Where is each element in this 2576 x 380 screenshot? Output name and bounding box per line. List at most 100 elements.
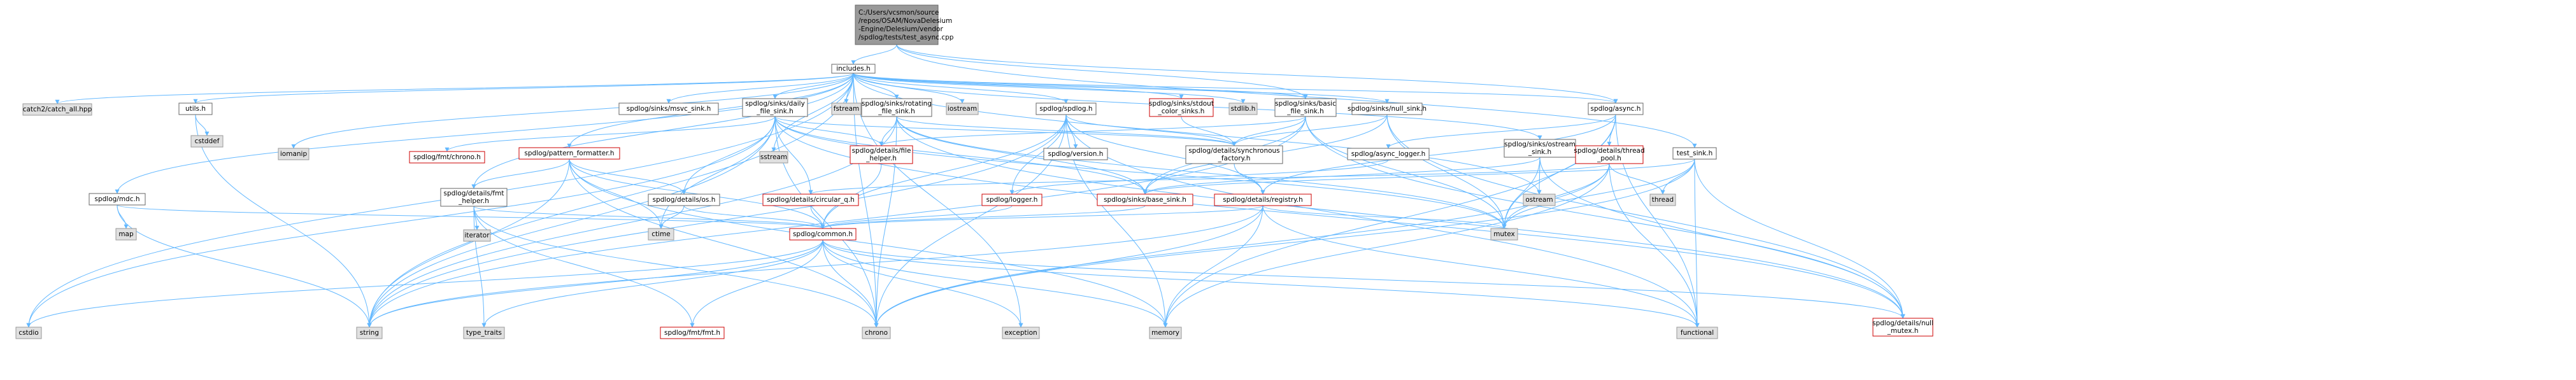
node-box	[1575, 145, 1644, 164]
node-label: spdlog/async_logger.h	[1351, 150, 1426, 158]
node-label: _color_sinks.h	[1158, 108, 1205, 115]
node-box	[190, 135, 224, 148]
node-filehelper[interactable]: spdlog/details/file_helper.h	[850, 145, 913, 164]
edge-daily-to-nullmutex	[774, 116, 1905, 319]
node-version[interactable]: spdlog/version.h	[1043, 148, 1108, 160]
node-commonh[interactable]: spdlog/common.h	[789, 228, 857, 241]
node-label: functional	[1681, 329, 1714, 337]
node-map[interactable]: map	[115, 228, 137, 241]
node-basicsink[interactable]: spdlog/sinks/basic_file_sink.h	[1274, 98, 1337, 117]
node-utils[interactable]: utils.h	[178, 102, 213, 115]
node-ostreamsink[interactable]: spdlog/sinks/ostream_sink.h	[1504, 139, 1576, 158]
edge-mdc-to-string	[117, 204, 372, 328]
node-catch[interactable]: catch2/catch_all.hpp	[22, 103, 92, 116]
node-cstddef[interactable]: cstddef	[190, 135, 224, 148]
node-label: spdlog/sinks/null_sink.h	[1348, 105, 1427, 113]
node-cstdio[interactable]: cstdio	[15, 327, 42, 339]
node-testsink[interactable]: test_sink.h	[1672, 147, 1717, 160]
node-label: _factory.h	[1218, 155, 1251, 162]
node-fmth[interactable]: spdlog/fmt/fmt.h	[660, 327, 725, 339]
node-memory[interactable]: memory	[1149, 327, 1182, 339]
node-label: ostream	[1525, 196, 1553, 204]
node-patternf[interactable]: spdlog/pattern_formatter.h	[518, 147, 620, 160]
node-iomanip[interactable]: iomanip	[278, 148, 310, 160]
node-exception[interactable]: exception	[1002, 327, 1040, 339]
node-mutex[interactable]: mutex	[1490, 228, 1518, 241]
node-circularq[interactable]: spdlog/details/circular_q.h	[762, 194, 859, 206]
node-iostream[interactable]: iostream	[946, 102, 979, 115]
edge-threadpool-to-chrono	[874, 163, 1610, 328]
edge-includes-to-stdlib	[853, 73, 1246, 104]
node-box	[762, 194, 859, 206]
node-label: spdlog/async.h	[1591, 105, 1641, 113]
node-fmtchrono[interactable]: spdlog/fmt/chrono.h	[409, 151, 485, 164]
node-iterator[interactable]: iterator	[463, 229, 491, 242]
node-includes[interactable]: includes.h	[831, 64, 876, 74]
node-root[interactable]: C:/Users/vcsmon/source/repos/OSAM/NovaDe…	[855, 4, 954, 45]
node-osh[interactable]: spdlog/details/os.h	[648, 194, 720, 206]
node-stdlib[interactable]: stdlib.h	[1228, 102, 1258, 115]
node-fstream[interactable]: fstream	[831, 102, 862, 115]
node-chrono[interactable]: chrono	[862, 327, 891, 339]
edge-spdlogh-to-string	[367, 114, 1067, 328]
node-thread[interactable]: thread	[1649, 194, 1676, 206]
node-label: spdlog/sinks/rotating	[862, 100, 932, 108]
edge-spdlogh-to-commonh	[820, 114, 1067, 229]
node-box	[1676, 327, 1718, 339]
node-stdoutcolor[interactable]: spdlog/sinks/stdout_color_sinks.h	[1149, 98, 1214, 117]
node-basesink[interactable]: spdlog/sinks/base_sink.h	[1097, 194, 1193, 206]
node-threadpool[interactable]: spdlog/details/thread_pool.h	[1574, 145, 1645, 164]
edge-root-to-basicsink	[896, 44, 1308, 99]
node-label: spdlog/mdc.h	[94, 195, 139, 203]
node-label: -Engine/Delesium/vendor	[858, 25, 943, 33]
node-string[interactable]: string	[356, 327, 383, 339]
node-fmthelper[interactable]: spdlog/details/fmt_helper.h	[440, 188, 508, 207]
node-spdlogh[interactable]: spdlog/spdlog.h	[1035, 102, 1097, 115]
node-box	[1490, 228, 1518, 241]
edge-commonh-to-exception	[822, 239, 1023, 328]
node-type_traits[interactable]: type_traits	[463, 327, 505, 339]
node-label: spdlog/common.h	[793, 230, 853, 238]
node-registry[interactable]: spdlog/details/registry.h	[1214, 194, 1312, 206]
node-asynclogger[interactable]: spdlog/async_logger.h	[1347, 148, 1430, 160]
node-label: fstream	[834, 105, 860, 113]
edge-asynch-to-asynclogger	[1386, 114, 1616, 149]
edge-osh-to-commonh	[683, 205, 825, 229]
node-msvc[interactable]: spdlog/sinks/msvc_sink.h	[618, 102, 719, 115]
node-box	[1002, 327, 1040, 339]
node-box	[648, 194, 720, 206]
node-loggerh[interactable]: spdlog/logger.h	[981, 194, 1042, 206]
edge-commonh-to-chrono	[822, 239, 879, 328]
node-box	[1214, 194, 1312, 206]
node-syncfactory[interactable]: spdlog/details/synchronous_factory.h	[1185, 145, 1283, 164]
edge-registry-to-functional	[1262, 205, 1700, 328]
node-ostream[interactable]: ostream	[1523, 194, 1556, 206]
node-sstream[interactable]: sstream	[759, 151, 788, 164]
node-functional[interactable]: functional	[1676, 327, 1718, 339]
edge-daily-to-mutex	[774, 116, 1507, 229]
edge-commonh-to-functional	[822, 239, 1700, 328]
node-label: mutex	[1493, 230, 1515, 238]
node-label: spdlog/details/os.h	[653, 196, 716, 204]
node-asynch[interactable]: spdlog/async.h	[1588, 102, 1644, 115]
edge-includes-to-iomanip	[291, 73, 854, 149]
edge-stdoutcolor-to-syncfactory	[1181, 116, 1237, 146]
node-nullsink[interactable]: spdlog/sinks/null_sink.h	[1348, 102, 1427, 115]
node-box	[1274, 98, 1337, 117]
node-rotating[interactable]: spdlog/sinks/rotating_file_sink.h	[861, 98, 932, 117]
node-nullmutex[interactable]: spdlog/details/null_mutex.h	[1872, 318, 1933, 337]
node-box	[618, 102, 719, 115]
node-ctime[interactable]: ctime	[648, 228, 674, 241]
edge-daily-to-filehelper	[774, 116, 884, 146]
edge-includes-to-catch	[55, 73, 854, 104]
node-label: thread	[1652, 196, 1674, 204]
edge-patternf-to-fmthelper	[471, 158, 570, 189]
node-label: spdlog/spdlog.h	[1039, 105, 1092, 113]
edge-registry-to-commonh	[820, 205, 1263, 229]
edge-root-to-asynch	[896, 44, 1618, 104]
node-daily[interactable]: spdlog/sinks/daily_file_sink.h	[742, 98, 808, 117]
edge-nullsink-to-syncfactory	[1232, 114, 1388, 146]
node-box	[1872, 318, 1933, 337]
edge-testsink-to-basesink	[1142, 158, 1695, 195]
node-mdc[interactable]: spdlog/mdc.h	[89, 193, 146, 206]
